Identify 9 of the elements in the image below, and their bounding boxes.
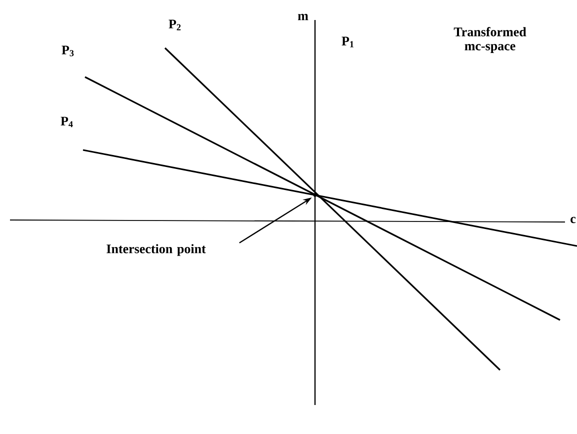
intersection-point (313, 193, 317, 197)
line-label: P$_{1}$ (342, 36, 354, 48)
heading: Transformed mc-space (454, 27, 526, 53)
line-label: P$_{3}$ (62, 46, 74, 56)
callout-text: Intersection point (106, 244, 206, 256)
axis-label: m (298, 14, 308, 20)
line-label: P$_{4}$ (60, 116, 73, 128)
line-label: P$_{2}$ (168, 20, 181, 30)
axis-label: c (570, 216, 576, 224)
